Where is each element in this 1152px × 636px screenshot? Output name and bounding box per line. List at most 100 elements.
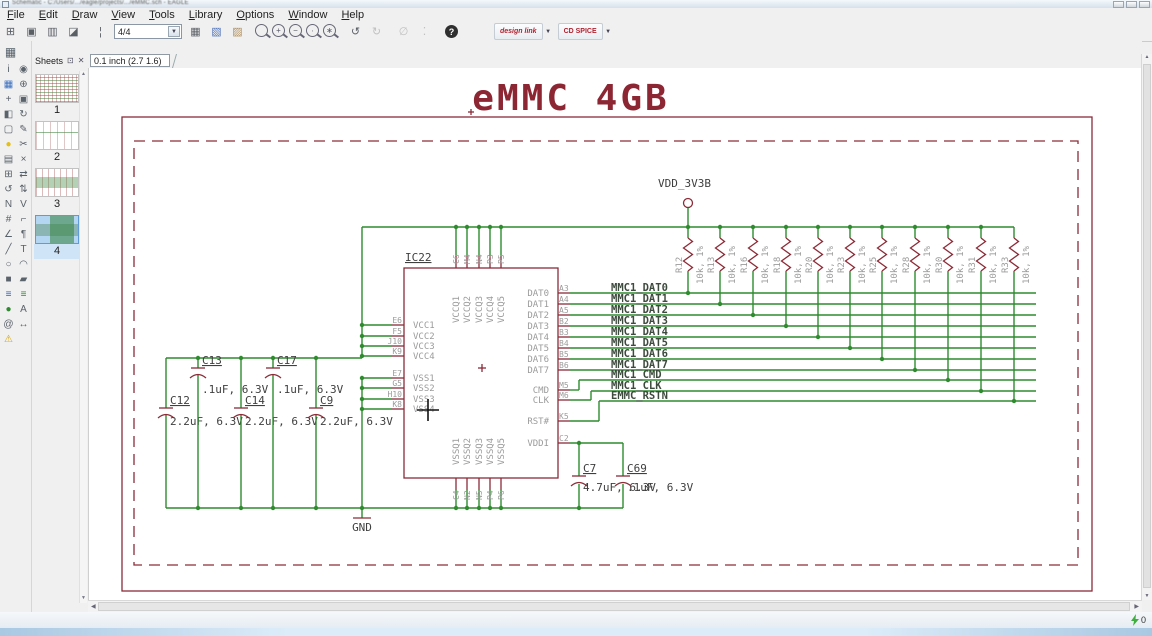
rect-tool-icon[interactable]: ■ [5, 274, 12, 285]
resistor-body[interactable] [844, 237, 856, 272]
zoom-out-icon[interactable]: − [289, 24, 302, 37]
menu-file[interactable]: File [7, 9, 25, 21]
bus-tool-icon[interactable]: ≡ [5, 289, 12, 300]
sheet-thumbnail[interactable] [35, 215, 79, 244]
resistor-body[interactable] [1008, 237, 1020, 272]
undo-icon[interactable]: ↺ [350, 26, 361, 38]
dock-panel-icon[interactable]: ⊡ [67, 56, 74, 65]
layer-settings-icon[interactable]: ¦ [99, 25, 102, 38]
open-board-icon[interactable]: ⊞ [5, 26, 16, 38]
change-tool-icon[interactable]: ✎ [19, 124, 28, 135]
capacitor-C69[interactable]: C69.1uF, 6.3V [614, 462, 694, 494]
grid-icon[interactable]: ▦ [190, 26, 201, 38]
pinswap-tool-icon[interactable]: ⇄ [19, 169, 28, 180]
move-tool-icon[interactable]: + [5, 94, 12, 105]
zoom-in-icon[interactable]: + [272, 24, 285, 37]
junction-tool-icon[interactable]: ● [5, 304, 12, 315]
delete-tool-icon[interactable]: × [20, 154, 27, 165]
polygon-tool-icon[interactable]: ▰ [19, 274, 28, 285]
design-link-dropdown-icon[interactable]: ▼ [545, 28, 552, 35]
name-tool-icon[interactable]: N [4, 199, 13, 210]
mirror-tool-icon[interactable]: ◧ [3, 109, 14, 120]
resistor-body[interactable] [942, 237, 954, 272]
frames-icon[interactable]: ▨ [232, 26, 243, 38]
zoom-fit-icon[interactable] [255, 24, 268, 37]
dimension-tool-icon[interactable]: ↔ [18, 319, 29, 330]
sheet-item-4[interactable]: 4 [34, 215, 80, 259]
vertical-scrollbar[interactable]: ▲ ▼ [1141, 54, 1152, 600]
scroll-right-icon[interactable]: ▶ [1134, 604, 1139, 610]
resistor-body[interactable] [747, 237, 759, 272]
miter-tool-icon[interactable]: ⌐ [20, 214, 27, 225]
design-link-button[interactable]: design link [494, 23, 543, 40]
menu-view[interactable]: View [111, 9, 136, 21]
split-tool-icon[interactable]: ∠ [4, 229, 13, 240]
net-rows[interactable]: MMC1_DAT0MMC1_DAT1MMC1_DAT2MMC1_DAT3MMC1… [570, 282, 1036, 422]
redo-icon[interactable]: ↻ [371, 26, 382, 38]
attribute-tool-icon[interactable]: @ [3, 319, 14, 330]
erc-tool-icon[interactable]: ⚠ [4, 334, 13, 345]
value-tool-icon[interactable]: V [20, 199, 27, 210]
rotate-tool-icon[interactable]: ↻ [19, 109, 28, 120]
cut-tool-icon[interactable]: ✂ [19, 139, 28, 150]
resistor-body[interactable] [975, 237, 987, 272]
close-button[interactable] [1139, 1, 1150, 8]
info-tool-icon[interactable]: i [7, 64, 10, 75]
sheet-selector[interactable]: 4/4 ▼ [114, 24, 182, 39]
menu-library[interactable]: Library [188, 9, 223, 21]
help-icon[interactable]: ? [445, 25, 458, 38]
sheet-item-2[interactable]: 2 [34, 121, 80, 165]
resistor-body[interactable] [714, 237, 726, 272]
minimize-button[interactable] [1113, 1, 1124, 8]
menu-draw[interactable]: Draw [71, 9, 98, 21]
zoom-redraw-icon[interactable]: ∗ [323, 24, 336, 37]
chevron-down-icon[interactable]: ▼ [168, 26, 180, 37]
schematic-drawing[interactable]: eMMC 4GBIC22E6VCC1F5VCC2J10VCC3K9VCC4E7V… [89, 68, 1143, 600]
more-icon[interactable]: ⁚ [422, 26, 427, 38]
ic-body[interactable] [403, 267, 559, 479]
menu-window[interactable]: Window [288, 9, 328, 21]
resistor-body[interactable] [682, 237, 694, 272]
capacitor-C9[interactable]: C92.2uF, 6.3V [307, 355, 393, 511]
resistor-body[interactable] [812, 237, 824, 272]
display-tool-icon[interactable]: ▦ [3, 79, 14, 90]
arc-tool-icon[interactable]: ◠ [19, 259, 28, 270]
scroll-left-icon[interactable]: ◀ [91, 604, 96, 610]
capacitor-C13[interactable]: C13.1uF, 6.3V [189, 354, 269, 511]
save-icon[interactable]: ▣ [26, 26, 37, 38]
paste-tool-icon[interactable]: ▤ [3, 154, 14, 165]
maximize-button[interactable] [1126, 1, 1137, 8]
net-tool-icon[interactable]: ≡ [20, 289, 27, 300]
vdd-supply[interactable]: VDD_3V3B [658, 177, 711, 227]
menu-help[interactable]: Help [341, 9, 365, 21]
text-tool-icon[interactable]: T [20, 244, 27, 255]
vertical-scroll-thumb[interactable] [1143, 64, 1151, 588]
resistor-body[interactable] [780, 237, 792, 272]
sheet-item-1[interactable]: 1 [34, 74, 80, 118]
capacitor-C7[interactable]: C74.7uF, 6.3V [570, 462, 656, 494]
paint-tool-icon[interactable]: ● [5, 139, 12, 150]
label-tool-icon[interactable]: A [20, 304, 27, 315]
replace-tool-icon[interactable]: ↺ [4, 184, 13, 195]
print-icon[interactable]: ▥ [47, 26, 58, 38]
show-tool-icon[interactable]: ◉ [19, 64, 28, 75]
smash-tool-icon[interactable]: # [5, 214, 12, 225]
menu-tools[interactable]: Tools [149, 9, 175, 21]
stop-icon[interactable]: ∅ [398, 26, 409, 38]
copy-tool-icon[interactable]: ▣ [18, 94, 29, 105]
vdd-symbol[interactable] [682, 197, 694, 209]
cd-spice-dropdown-icon[interactable]: ▼ [605, 28, 612, 35]
